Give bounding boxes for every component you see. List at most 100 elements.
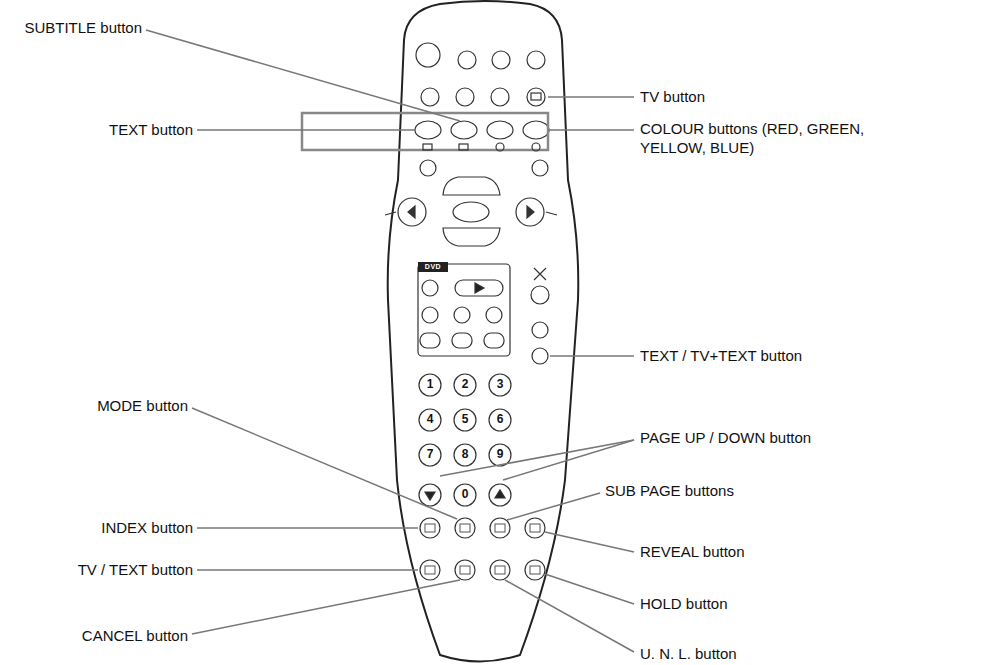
mute-icon [534, 268, 546, 280]
hold-button [525, 560, 545, 580]
callout-label: INDEX button [101, 518, 193, 538]
dvd-button [454, 307, 470, 323]
index-button [420, 518, 440, 538]
small-button [456, 88, 474, 106]
small-button [492, 51, 510, 69]
leader-line [197, 569, 418, 571]
number-label: 3 [490, 377, 510, 393]
number-label: 9 [490, 447, 510, 463]
colour-button [523, 121, 549, 139]
leader-line [197, 129, 415, 131]
dvd-button [422, 280, 438, 296]
dvd-button [486, 307, 502, 323]
number-label: 8 [455, 447, 475, 463]
dpad-up [443, 177, 500, 195]
callout-label: TEXT / TV+TEXT button [640, 346, 802, 366]
button-icon [530, 524, 540, 532]
volume-mark [546, 212, 557, 215]
dvd-tab [418, 262, 448, 272]
icon [532, 143, 540, 151]
button-icon [495, 524, 505, 532]
number-button [454, 484, 476, 506]
colour-bracket [302, 113, 548, 150]
tv-button [527, 88, 545, 106]
callout-label: CANCEL button [82, 626, 188, 646]
number-label: 1 [420, 377, 440, 393]
callout-label: TEXT button [109, 120, 193, 140]
sub-page-button [490, 518, 510, 538]
dvd-button [452, 333, 472, 348]
leader-line [192, 580, 460, 634]
remote-body [388, 1, 579, 662]
leader-line [192, 408, 457, 519]
mute-button [531, 286, 549, 304]
callout-label: SUB PAGE buttons [605, 481, 734, 501]
play-button [455, 280, 503, 296]
arrow-icon [408, 206, 534, 218]
leader-line [440, 440, 634, 476]
small-button [421, 88, 439, 106]
play-icon [475, 283, 484, 293]
button-icon [425, 566, 435, 574]
leader-line [550, 355, 634, 357]
small-button [458, 51, 476, 69]
leader-line [503, 440, 634, 480]
leader-line [505, 580, 634, 652]
number-button [454, 409, 476, 431]
cancel-button [455, 560, 475, 580]
tv-icon [531, 93, 541, 100]
text-tv-text-button [532, 348, 548, 364]
button-icon [425, 524, 435, 532]
ok-button [453, 202, 489, 222]
callout-label: PAGE UP / DOWN button [640, 428, 811, 448]
callout-label: HOLD button [640, 594, 728, 614]
number-button [454, 444, 476, 466]
leader-line [197, 527, 418, 529]
reveal-button [525, 518, 545, 538]
dvd-button [420, 333, 440, 348]
leader-line [146, 30, 460, 121]
button-icon [495, 566, 505, 574]
button-icon [460, 566, 470, 574]
small-button [420, 160, 436, 176]
callout-label: MODE button [97, 396, 188, 416]
number-button [419, 374, 441, 396]
leader-line [507, 493, 600, 520]
leader-line [545, 532, 634, 552]
callout-label: COLOUR buttons (RED, GREEN, YELLOW, BLUE… [640, 119, 880, 158]
panel-tab-label: DVD [425, 262, 441, 271]
number-button [489, 409, 511, 431]
number-button [419, 409, 441, 431]
unl-button [490, 560, 510, 580]
number-label: 4 [420, 412, 440, 428]
small-button [532, 160, 548, 176]
power-button [416, 43, 440, 67]
callout-label: REVEAL button [640, 542, 745, 562]
number-label: 2 [455, 377, 475, 393]
small-button [527, 51, 545, 69]
dvd-button [484, 333, 504, 348]
dvd-button [422, 307, 438, 323]
callout-label: TV button [640, 87, 705, 107]
callout-label: SUBTITLE button [24, 18, 142, 38]
colour-button [487, 121, 513, 139]
button-icon [460, 524, 470, 532]
volume-mark [385, 212, 396, 215]
leader-line [548, 96, 634, 98]
leader-line [545, 574, 634, 604]
number-button [419, 444, 441, 466]
small-button [491, 88, 509, 106]
dvd-panel [418, 264, 510, 356]
colour-button [415, 121, 441, 139]
freeze-button [532, 322, 548, 338]
number-label: 0 [455, 487, 475, 503]
callout-label: TV / TEXT button [78, 560, 193, 580]
leader-line [548, 129, 634, 131]
number-label: 6 [490, 412, 510, 428]
tv-text-button [420, 560, 440, 580]
number-button [489, 374, 511, 396]
icon [459, 144, 468, 150]
colour-button [451, 121, 477, 139]
